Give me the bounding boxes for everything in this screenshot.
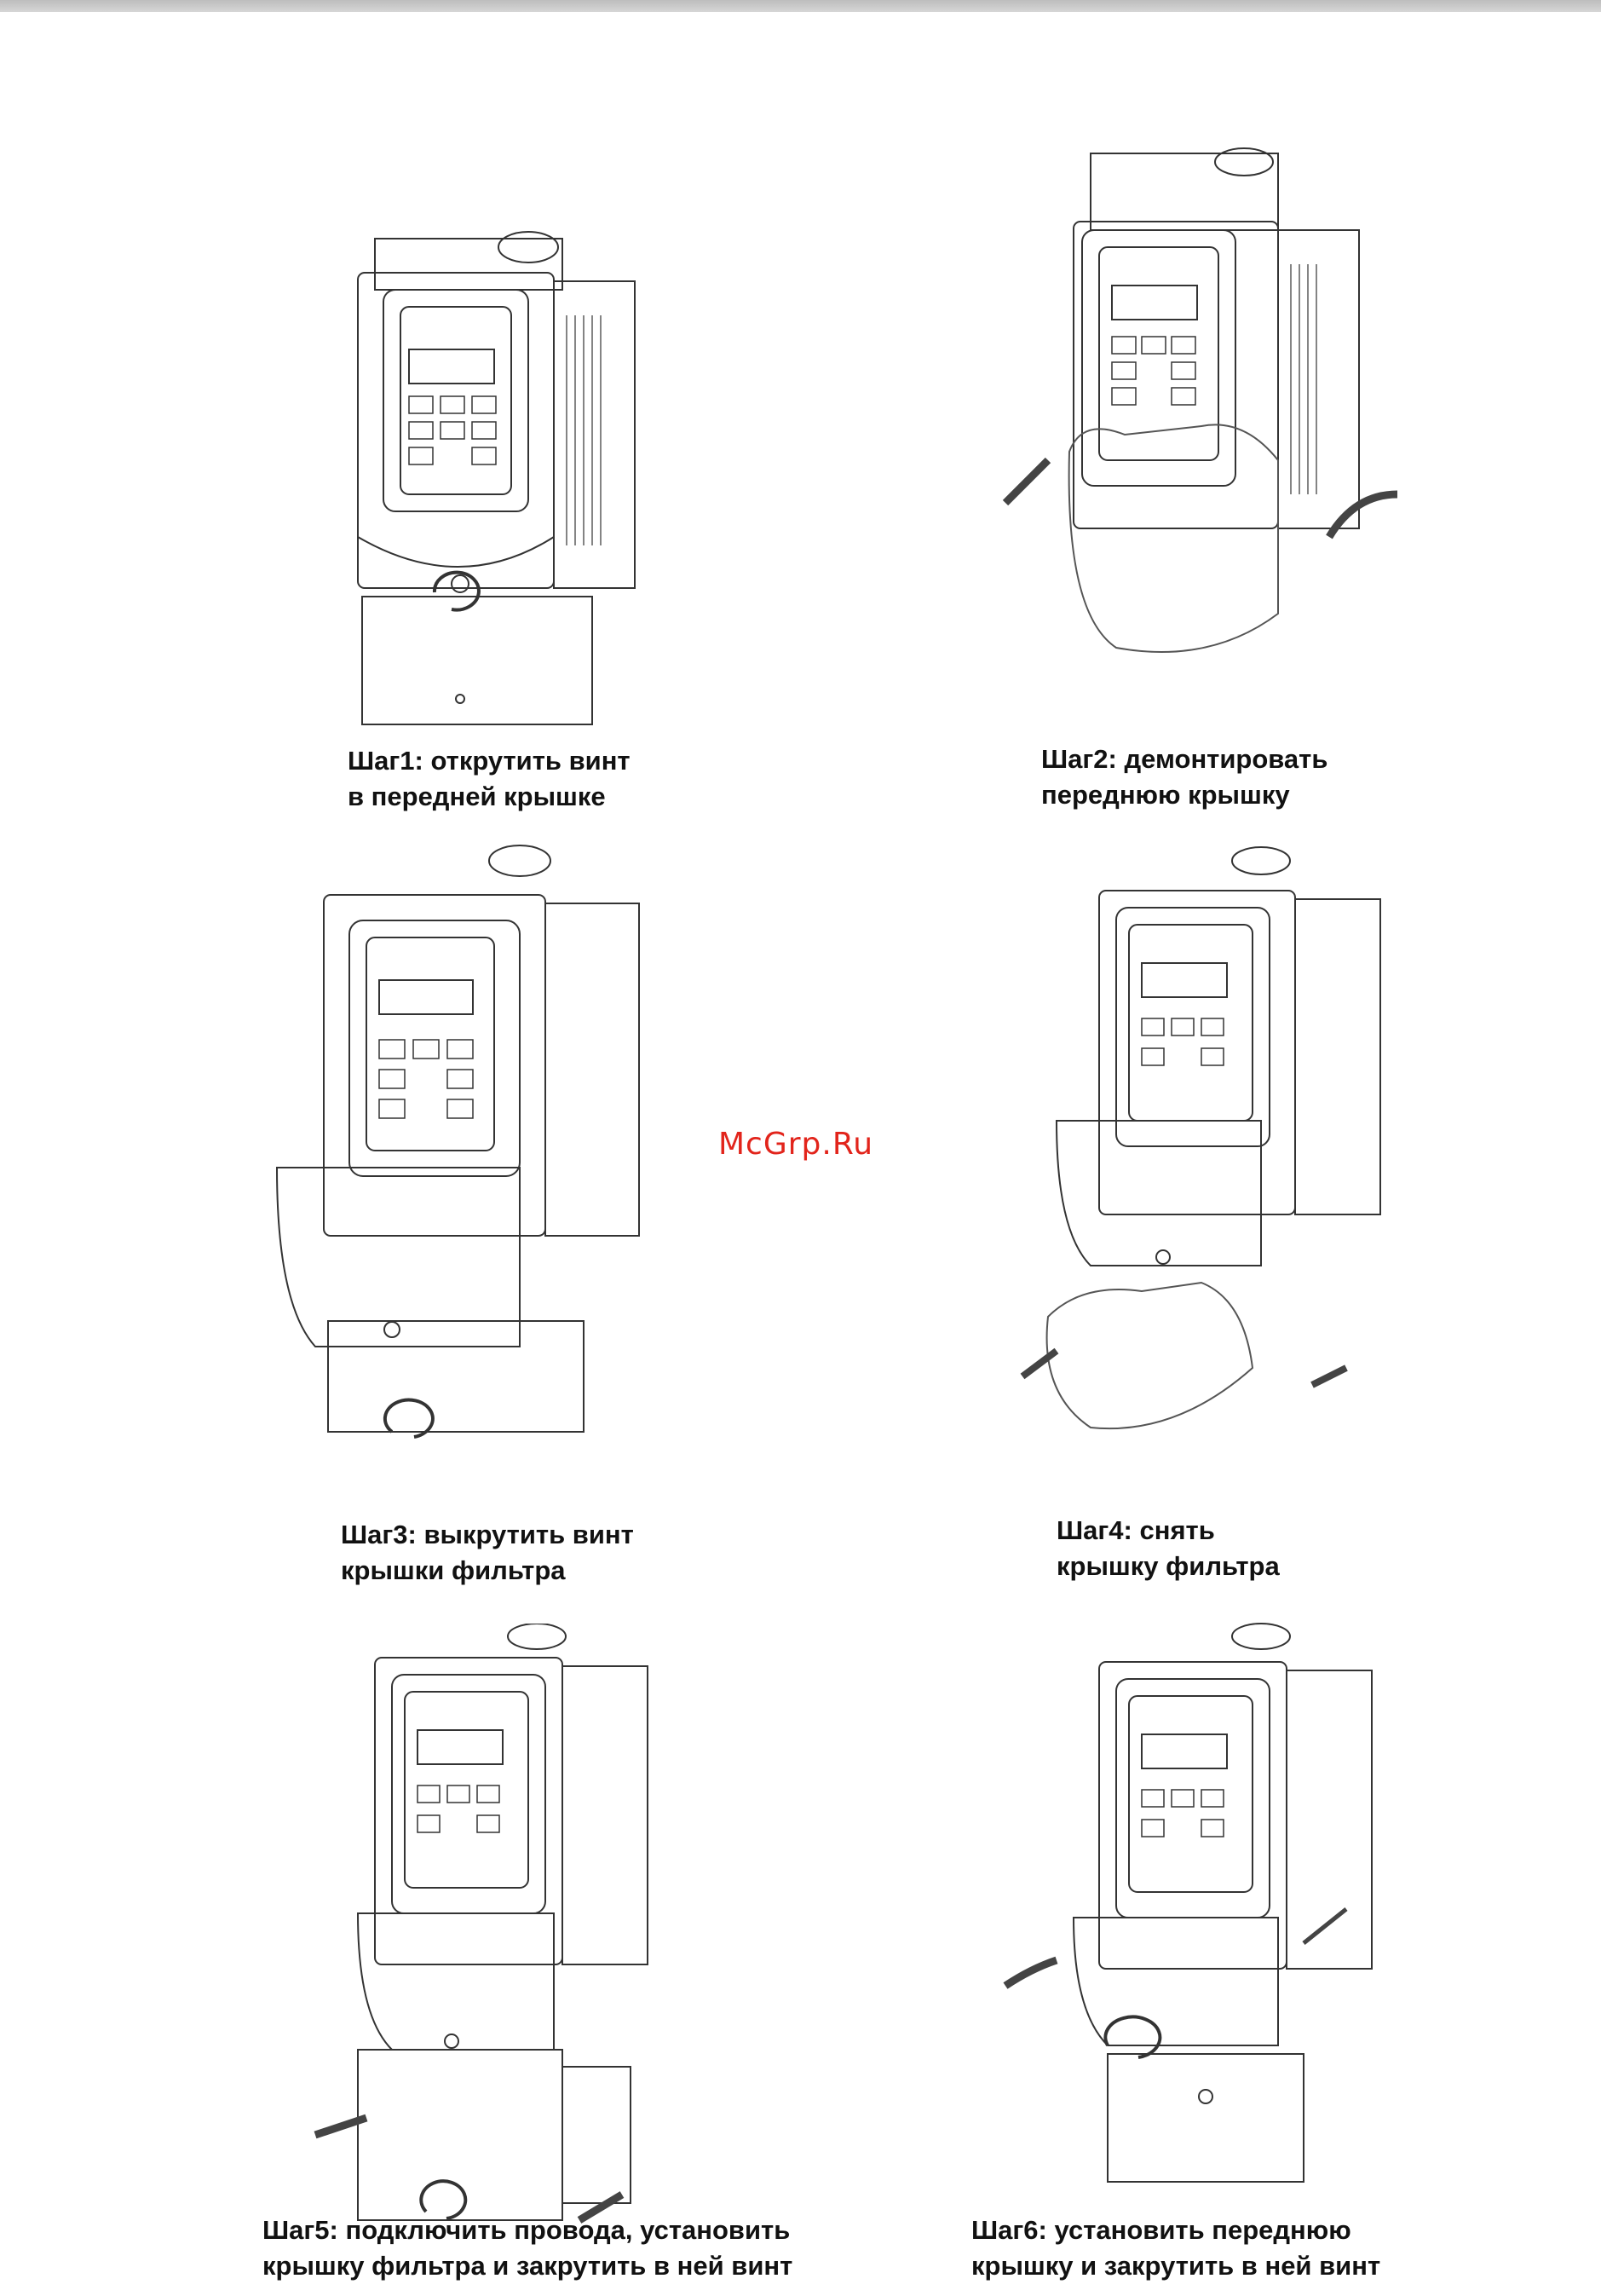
step5-caption: Шаг5: подключить провода, установить кры… (262, 2212, 792, 2284)
step1-caption: Шаг1: открутить винт в передней крышке (348, 743, 631, 815)
step3-caption-line2: крышки фильтра (341, 1553, 634, 1589)
watermark: McGrp.Ru (718, 1127, 873, 1162)
step2-caption-line1: Шаг2: демонтировать (1041, 741, 1327, 777)
step5-caption-line1: Шаг5: подключить провода, установить (262, 2212, 792, 2248)
step4-caption: Шаг4: снять крышку фильтра (1057, 1513, 1280, 1584)
top-rule (0, 0, 1601, 12)
step1-caption-line1: Шаг1: открутить винт (348, 743, 631, 779)
step2-caption-line2: переднюю крышку (1041, 777, 1327, 813)
step3-illustration (264, 844, 648, 1457)
step3-caption-line1: Шаг3: выкрутить винт (341, 1517, 634, 1553)
step6-illustration (988, 1619, 1397, 2233)
step6-caption: Шаг6: установить переднюю крышку и закру… (971, 2212, 1380, 2284)
step1-caption-line2: в передней крышке (348, 779, 631, 815)
step4-caption-line2: крышку фильтра (1057, 1549, 1280, 1584)
step3-caption: Шаг3: выкрутить винт крышки фильтра (341, 1517, 634, 1589)
step2-caption: Шаг2: демонтировать переднюю крышку (1041, 741, 1327, 813)
step5-caption-line2: крышку фильтра и закрутить в ней винт (262, 2248, 792, 2284)
step4-caption-line1: Шаг4: снять (1057, 1513, 1280, 1549)
step6-caption-line2: крышку и закрутить в ней винт (971, 2248, 1380, 2284)
step6-caption-line1: Шаг6: установить переднюю (971, 2212, 1380, 2248)
step1-illustration (324, 170, 665, 733)
step4-illustration (1005, 839, 1397, 1453)
step2-illustration (988, 136, 1423, 682)
step5-illustration (290, 1624, 656, 2237)
